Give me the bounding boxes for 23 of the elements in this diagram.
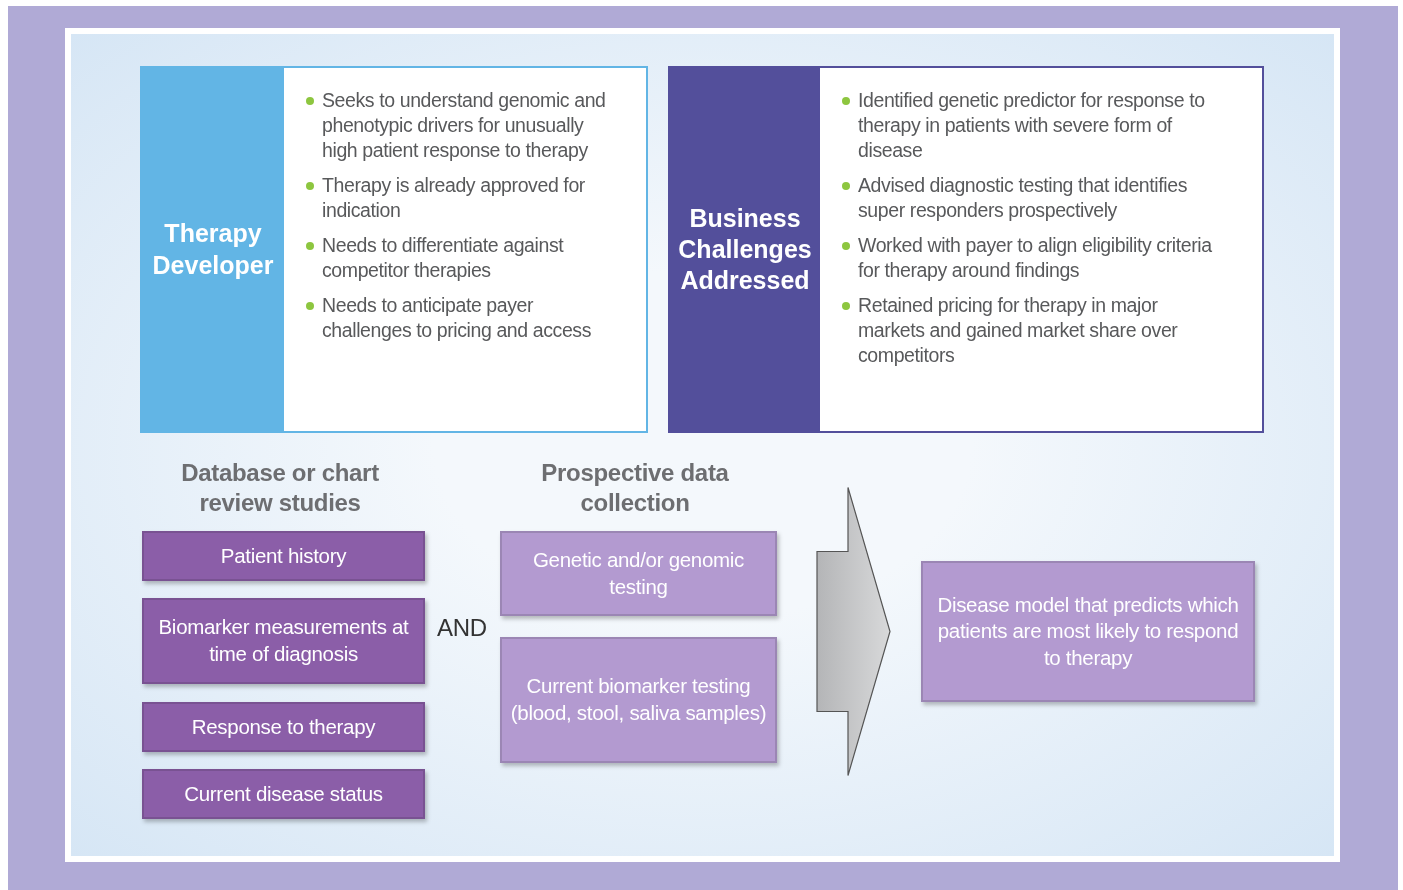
- bullet-text: Worked with payer to align eligibility criteria for therapy around findings: [840, 232, 1248, 283]
- bullet-text: Needs to differentiate against competitor therapies: [304, 232, 632, 283]
- process-box: Genetic and/or genomic testing: [500, 531, 777, 616]
- process-box: Disease model that predicts which patients are most likely to respond to therapy: [921, 561, 1255, 702]
- section-heading: Prospective data collection: [540, 458, 730, 518]
- info-panel: [140, 66, 648, 433]
- section-heading: Database or chart review studies: [180, 458, 380, 518]
- bullet-text: Seeks to understand genomic and phenotypic drivers for unusually high patient response to therapy: [304, 88, 632, 163]
- process-box: Current biomarker testing (blood, stool, saliva samples): [500, 637, 777, 763]
- process-box: Biomarker measurements at time of diagnosis: [142, 598, 425, 684]
- bullet-text: Advised diagnostic testing that identifies super responders prospectively: [840, 172, 1248, 223]
- process-box: Patient history: [142, 531, 425, 581]
- bullet-text: Retained pricing for therapy in major markets and gained market share over competitors: [840, 292, 1248, 368]
- block-arrow: [816, 486, 891, 777]
- panel-heading: Business Challenges Addressed: [670, 68, 820, 431]
- info-panel: [668, 66, 1264, 433]
- process-box: Current disease status: [142, 769, 425, 819]
- process-box: Response to therapy: [142, 702, 425, 752]
- bullet-text: Therapy is already approved for indication: [304, 172, 632, 223]
- panel-heading: Therapy Developer: [142, 68, 284, 431]
- bullet-text: Identified genetic predictor for response to therapy in patients with severe form of disease: [840, 88, 1248, 163]
- bullet-text: Needs to anticipate payer challenges to pricing and access: [304, 292, 632, 343]
- section-heading: AND: [436, 613, 488, 643]
